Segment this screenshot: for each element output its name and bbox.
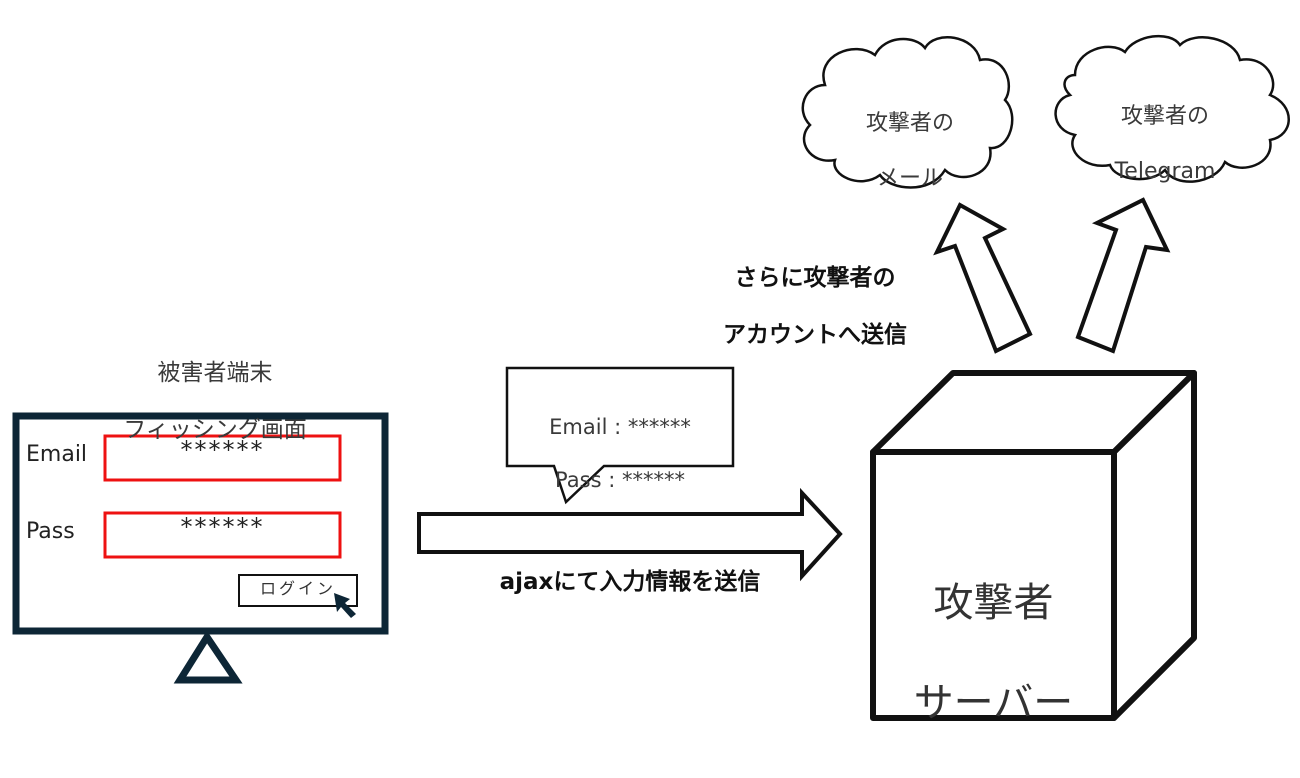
cloud-mail-line2: メール	[876, 165, 943, 191]
send-arrow	[417, 487, 843, 582]
server-label: 攻撃者 サーバー	[873, 528, 1114, 778]
callout-line2: Pass : ******	[555, 467, 685, 492]
server-label-line1: 攻撃者	[933, 580, 1054, 626]
victim-title-line1: 被害者端末	[157, 359, 273, 386]
server-label-line2: サーバー	[913, 680, 1074, 726]
pass-value: ******	[180, 513, 265, 541]
send-arrow-label: ajaxにて入力情報を送信	[499, 569, 761, 595]
forward-label-line2: アカウントへ送信	[723, 322, 907, 349]
forward-label-line1: さらに攻撃者の	[734, 264, 896, 291]
email-field[interactable]	[103, 434, 342, 482]
monitor-stand	[173, 630, 243, 684]
pass-label: Pass	[26, 519, 75, 544]
cloud-mail	[801, 36, 1014, 189]
cloud-telegram-line2: Telegram	[1114, 158, 1216, 184]
pass-field[interactable]	[103, 511, 342, 559]
email-value: ******	[180, 436, 265, 464]
callout-line1: Email : ******	[549, 415, 691, 440]
forward-label: さらに攻撃者の アカウントへ送信	[690, 235, 940, 379]
login-button-label[interactable]: ログイン	[259, 579, 336, 598]
cursor-icon	[334, 593, 356, 618]
forward-arrow-mail	[933, 202, 1033, 354]
callout-text: Email : ****** Pass : ******	[507, 388, 733, 519]
diagram-canvas	[12, 34, 1290, 721]
cloud-telegram-label: 攻撃者の Telegram	[1090, 75, 1240, 213]
email-label: Email	[26, 442, 88, 467]
cloud-telegram-line1: 攻撃者の	[1120, 103, 1209, 129]
server-cube	[870, 370, 1197, 721]
cloud-mail-line1: 攻撃者の	[865, 110, 954, 136]
forward-arrow-telegram	[1075, 197, 1171, 354]
cloud-telegram	[1054, 34, 1290, 183]
victim-title: 被害者端末 フィッシング画面	[90, 330, 340, 474]
victim-title-line2: フィッシング画面	[123, 417, 307, 444]
cloud-mail-label: 攻撃者の メール	[835, 82, 985, 220]
speech-bubble	[505, 366, 735, 505]
